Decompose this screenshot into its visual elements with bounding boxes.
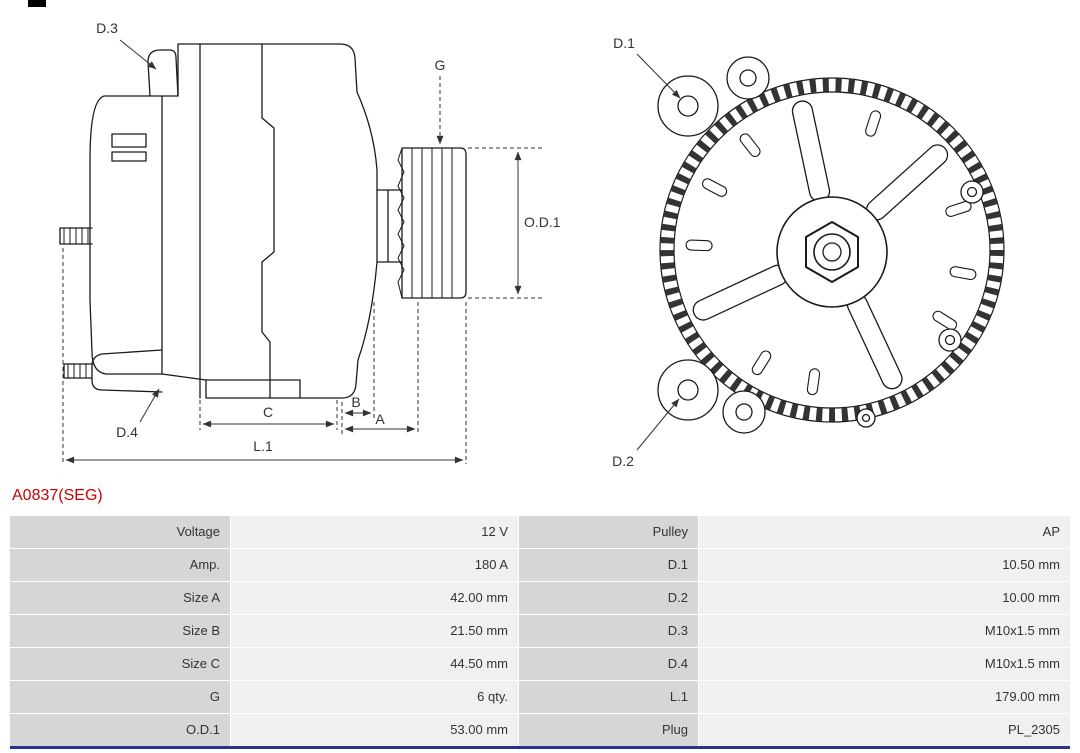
spec-table: Voltage 12 V Pulley AP Amp. 180 A D.1 10… — [10, 516, 1070, 749]
dim-label-d2: D.2 — [612, 453, 634, 469]
spec-value: 10.50 mm — [699, 549, 1070, 581]
corner-artifact — [28, 0, 46, 7]
spec-value: 179.00 mm — [699, 681, 1070, 713]
spec-value: 6 qty. — [231, 681, 518, 713]
spec-label: Pulley — [519, 516, 698, 548]
dim-label-l1: L.1 — [253, 438, 273, 454]
spec-value: 44.50 mm — [231, 648, 518, 680]
spec-label: Size C — [10, 648, 230, 680]
spec-label: Plug — [519, 714, 698, 746]
spec-label: Size A — [10, 582, 230, 614]
dim-label-d4: D.4 — [116, 424, 138, 440]
spec-label: Size B — [10, 615, 230, 647]
spec-value: M10x1.5 mm — [699, 615, 1070, 647]
dim-label-a: A — [375, 411, 385, 427]
spec-label: D.3 — [519, 615, 698, 647]
spec-label: D.2 — [519, 582, 698, 614]
spec-value: 42.00 mm — [231, 582, 518, 614]
side-view-drawing — [59, 43, 467, 399]
spec-label: Amp. — [10, 549, 230, 581]
dim-label-d3: D.3 — [96, 20, 118, 36]
spec-label: D.4 — [519, 648, 698, 680]
dim-label-d1: D.1 — [613, 35, 635, 51]
spec-label: D.1 — [519, 549, 698, 581]
dim-label-g: G — [435, 57, 446, 73]
spec-label: Voltage — [10, 516, 230, 548]
dim-label-od1: O.D.1 — [524, 214, 561, 230]
dim-label-c: C — [263, 404, 273, 420]
spec-value: AP — [699, 516, 1070, 548]
spec-value: 12 V — [231, 516, 518, 548]
alternator-diagram-svg: D.3 G O.D.1 D.4 C B A L.1 — [59, 20, 1005, 469]
front-view-dimensions — [636, 53, 681, 451]
spec-value: PL_2305 — [699, 714, 1070, 746]
side-view-labels: D.3 G O.D.1 D.4 C B A L.1 — [96, 20, 561, 454]
side-view-dimensions — [62, 39, 544, 464]
spec-value: 53.00 mm — [231, 714, 518, 746]
spec-value: 180 A — [231, 549, 518, 581]
part-number: A0837(SEG) — [12, 487, 103, 504]
front-view-labels: D.1 D.2 — [612, 35, 635, 469]
technical-drawing: D.3 G O.D.1 D.4 C B A L.1 — [59, 20, 1005, 469]
dim-label-b: B — [351, 394, 360, 410]
spec-label: L.1 — [519, 681, 698, 713]
spec-label: O.D.1 — [10, 714, 230, 746]
spec-label: G — [10, 681, 230, 713]
spec-value: 10.00 mm — [699, 582, 1070, 614]
spec-value: 21.50 mm — [231, 615, 518, 647]
front-view-drawing — [657, 56, 1005, 434]
spec-value: M10x1.5 mm — [699, 648, 1070, 680]
